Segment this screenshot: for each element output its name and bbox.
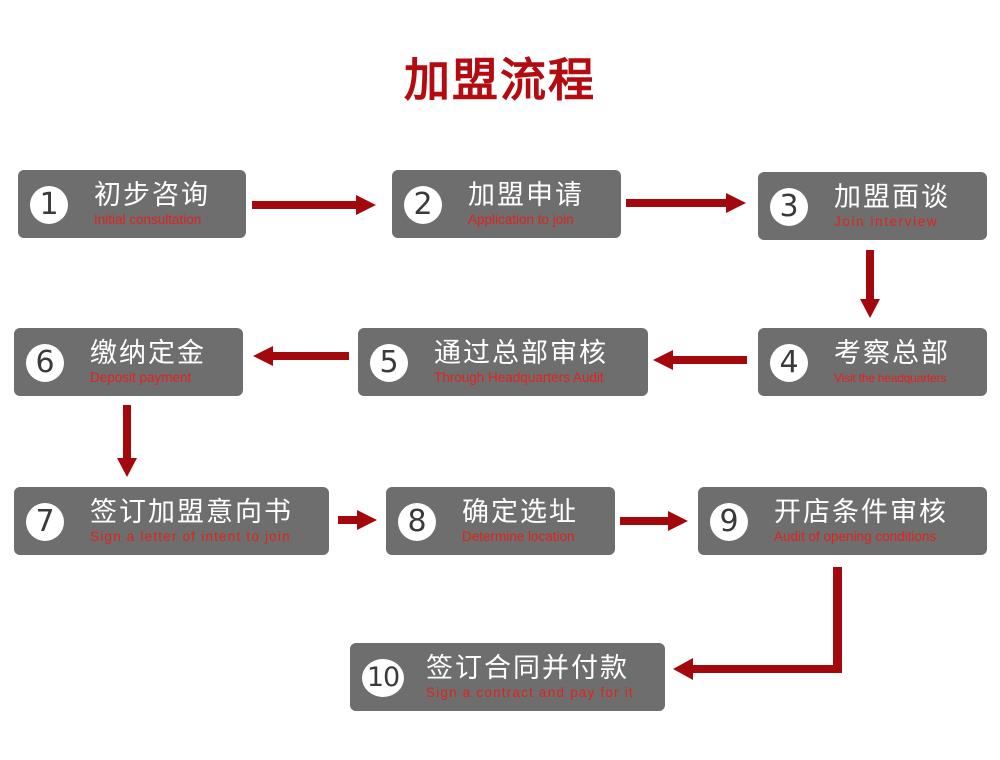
- step-7-letter-of-intent: 7 签订加盟意向书 Sign a letter of intent to joi…: [14, 487, 329, 555]
- step-subtitle: Application to join: [468, 212, 574, 227]
- step-number: 7: [26, 503, 64, 541]
- step-number: 2: [404, 186, 442, 224]
- step-subtitle: Sign a letter of intent to join: [90, 529, 291, 544]
- page-title: 加盟流程: [404, 53, 596, 107]
- step-5-headquarters-audit: 5 通过总部审核 Through Headquarters Audit: [358, 328, 648, 396]
- step-6-deposit-payment: 6 缴纳定金 Deposit payment: [14, 328, 243, 396]
- step-subtitle: Join interview: [834, 214, 939, 229]
- step-title: 开店条件审核: [774, 497, 948, 528]
- step-subtitle: Through Headquarters Audit: [434, 370, 604, 385]
- step-3-join-interview: 3 加盟面谈 Join interview: [758, 172, 987, 240]
- step-9-opening-audit: 9 开店条件审核 Audit of opening conditions: [698, 487, 987, 555]
- arrow-6-to-7: [117, 405, 137, 477]
- step-8-determine-location: 8 确定选址 Determine location: [386, 487, 615, 555]
- step-subtitle: Audit of opening conditions: [774, 529, 937, 544]
- step-title: 加盟申请: [468, 180, 584, 211]
- step-subtitle: Determine location: [462, 529, 575, 544]
- step-number: 4: [770, 344, 808, 382]
- step-title: 通过总部审核: [434, 338, 608, 369]
- step-title: 缴纳定金: [90, 338, 206, 369]
- step-subtitle: Visit the headquarters: [834, 371, 947, 385]
- arrow-9-to-10: [673, 567, 842, 680]
- arrow-4-to-5: [653, 350, 747, 370]
- step-title: 签订合同并付款: [426, 653, 629, 684]
- arrow-2-to-3: [626, 193, 746, 213]
- step-title: 签订加盟意向书: [90, 497, 293, 528]
- step-number: 5: [370, 344, 408, 382]
- step-2-application: 2 加盟申请 Application to join: [392, 170, 621, 238]
- step-1-initial-consultation: 1 初步咨询 Initial consultation: [18, 170, 246, 238]
- step-4-visit-headquarters: 4 考察总部 Visit the headquarters: [758, 328, 987, 396]
- step-title: 确定选址: [462, 497, 578, 528]
- step-subtitle: Initial consultation: [94, 212, 202, 227]
- step-10-sign-contract: 10 签订合同并付款 Sign a contract and pay for i…: [350, 643, 665, 711]
- arrow-7-to-8: [338, 510, 377, 530]
- step-title: 初步咨询: [94, 180, 210, 211]
- step-subtitle: Deposit payment: [90, 370, 192, 385]
- arrow-3-to-4: [860, 250, 880, 318]
- arrow-5-to-6: [253, 346, 349, 366]
- step-number: 6: [26, 344, 64, 382]
- arrow-1-to-2: [252, 195, 376, 215]
- step-number: 3: [770, 188, 808, 226]
- step-number: 1: [30, 186, 68, 224]
- step-subtitle: Sign a contract and pay for it: [426, 685, 634, 700]
- step-number: 8: [398, 503, 436, 541]
- step-title: 加盟面谈: [834, 182, 950, 213]
- arrow-8-to-9: [620, 511, 688, 531]
- step-title: 考察总部: [834, 338, 950, 369]
- step-number: 10: [362, 659, 404, 697]
- step-number: 9: [710, 503, 748, 541]
